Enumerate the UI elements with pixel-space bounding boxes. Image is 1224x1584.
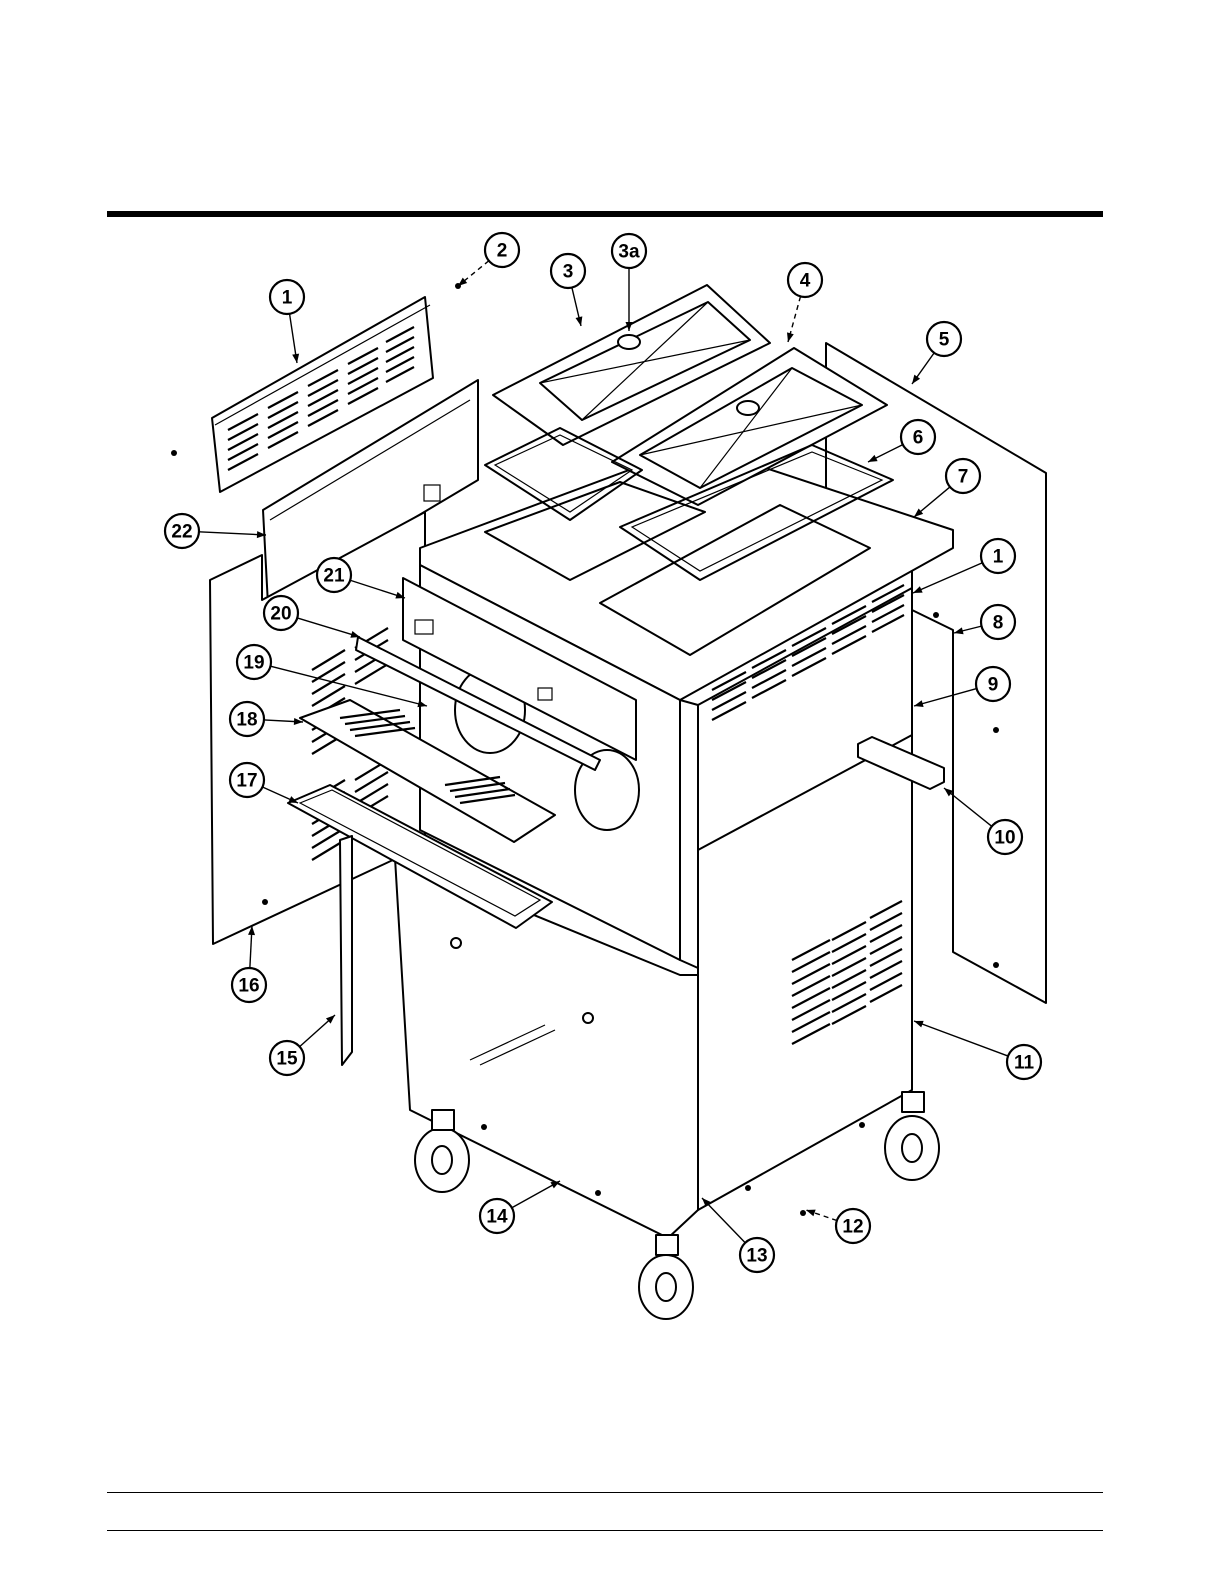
callout-c4: 4 xyxy=(787,263,822,342)
leader-line xyxy=(199,532,266,535)
leader-line xyxy=(702,1198,745,1243)
callout-number: 6 xyxy=(913,428,924,449)
callout-number: 22 xyxy=(171,522,192,543)
footer-rule-upper xyxy=(107,1492,1103,1493)
leg-bracket-strip xyxy=(340,836,352,1065)
callout-c2: 2 xyxy=(458,233,519,286)
callout-number: 12 xyxy=(842,1217,863,1238)
callout-number: 5 xyxy=(939,330,950,351)
callout-number: 17 xyxy=(236,771,257,792)
callout-c14: 14 xyxy=(480,1181,560,1233)
arrowhead-icon xyxy=(787,332,794,342)
callout-number: 1 xyxy=(993,547,1004,568)
arrowhead-icon xyxy=(912,375,920,384)
callout-number: 14 xyxy=(486,1207,508,1228)
leader-line xyxy=(914,1021,1008,1056)
callout-c13: 13 xyxy=(702,1198,774,1272)
callout-c5: 5 xyxy=(912,322,961,384)
callout-c12: 12 xyxy=(806,1209,870,1243)
callout-c3a: 3a xyxy=(612,234,646,331)
callout-c1a: 1 xyxy=(270,280,304,363)
callout-number: 20 xyxy=(270,604,291,625)
footer-rule-lower xyxy=(107,1530,1103,1531)
callout-number: 1 xyxy=(282,288,293,309)
callout-number: 3a xyxy=(618,242,640,263)
callout-number: 4 xyxy=(800,271,811,292)
callout-number: 10 xyxy=(994,828,1015,849)
callout-number: 16 xyxy=(238,976,259,997)
arrowhead-icon xyxy=(806,1210,816,1217)
callout-c22: 22 xyxy=(165,514,266,548)
callout-c11: 11 xyxy=(914,1021,1041,1079)
callout-number: 15 xyxy=(276,1049,298,1070)
arrowhead-icon xyxy=(914,700,924,707)
callout-number: 2 xyxy=(497,241,508,262)
callout-number: 9 xyxy=(988,675,999,696)
callout-number: 19 xyxy=(243,653,264,674)
callout-number: 8 xyxy=(993,613,1004,634)
callout-number: 3 xyxy=(563,262,574,283)
arrowhead-icon xyxy=(914,1021,924,1028)
callout-c15: 15 xyxy=(270,1015,335,1075)
callout-c3: 3 xyxy=(551,254,585,326)
callout-number: 21 xyxy=(323,566,345,587)
callout-number: 11 xyxy=(1014,1053,1035,1074)
callout-number: 18 xyxy=(236,710,257,731)
callout-number: 7 xyxy=(958,467,969,488)
callout-number: 13 xyxy=(746,1246,767,1267)
arrowhead-icon xyxy=(292,354,299,363)
callout-c16: 16 xyxy=(232,926,266,1002)
